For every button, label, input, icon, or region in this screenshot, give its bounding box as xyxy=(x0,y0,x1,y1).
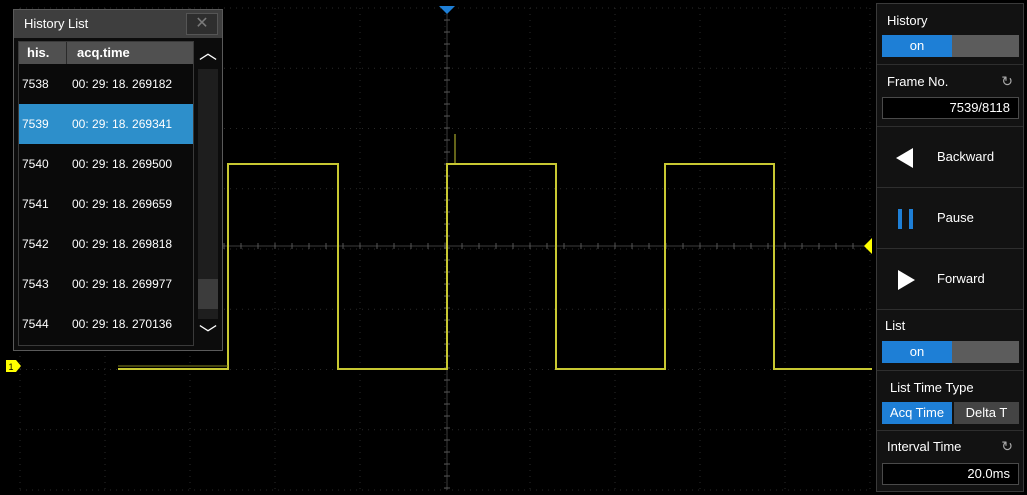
frame-no-field[interactable]: 7539/8118 xyxy=(882,97,1019,119)
history-list-titlebar[interactable]: History List ✕ xyxy=(14,10,222,38)
divider xyxy=(877,64,1023,65)
divider xyxy=(877,309,1023,310)
channel1-marker-icon[interactable] xyxy=(6,360,21,372)
history-label: History xyxy=(887,13,928,28)
acquisition-time: 00: 29: 18. 270136 xyxy=(72,317,173,331)
table-row[interactable]: 7538 00: 29: 18. 269182 xyxy=(19,64,193,104)
delta-t-option[interactable]: Delta T xyxy=(954,402,1019,424)
interval-time-field[interactable]: 20.0ms xyxy=(882,463,1019,485)
acquisition-time: 00: 29: 18. 269659 xyxy=(72,197,173,211)
scroll-up-icon[interactable]: ︿ xyxy=(199,43,217,63)
interval-time-label: Interval Time xyxy=(887,439,962,454)
backward-button[interactable]: Backward xyxy=(877,127,1023,187)
scroll-down-icon[interactable]: ﹀ xyxy=(199,324,217,344)
history-list-window[interactable]: History List ✕ his. acq.time 7538 00: 29:… xyxy=(13,9,223,351)
scroll-track[interactable] xyxy=(198,69,218,319)
backward-label: Backward xyxy=(937,149,995,164)
history-number: 7544 xyxy=(22,317,49,331)
frame-no-label: Frame No. xyxy=(887,74,949,89)
history-number: 7542 xyxy=(22,237,49,251)
forward-button[interactable]: Forward xyxy=(877,249,1023,309)
channel1-marker-label: 1 xyxy=(8,362,13,372)
list-toggle-off xyxy=(952,341,1019,363)
list-time-type-label: List Time Type xyxy=(890,380,974,395)
history-number: 7539 xyxy=(22,117,49,131)
interval-reset-icon[interactable]: ↻ xyxy=(1001,438,1013,454)
list-time-type-selector[interactable]: Acq Time Delta T xyxy=(882,402,1019,424)
acquisition-time: 00: 29: 18. 269500 xyxy=(72,157,173,171)
acquisition-time: 00: 29: 18. 269977 xyxy=(72,277,173,291)
acquisition-time: 00: 29: 18. 269341 xyxy=(72,117,173,131)
divider xyxy=(877,126,1023,127)
history-toggle-off xyxy=(952,35,1019,57)
history-number: 7541 xyxy=(22,197,49,211)
table-row[interactable]: 7539 00: 29: 18. 269341 xyxy=(19,104,193,144)
acquisition-time: 00: 29: 18. 269818 xyxy=(72,237,173,251)
pause-label: Pause xyxy=(937,210,974,225)
history-toggle-on: on xyxy=(882,35,952,57)
forward-icon xyxy=(898,270,915,290)
column-header-his: his. xyxy=(19,42,67,64)
backward-icon xyxy=(896,148,913,168)
history-menu-panel: History on Frame No. ↻ 7539/8118 Backwar… xyxy=(876,3,1024,492)
list-toggle-on: on xyxy=(882,341,952,363)
divider xyxy=(877,430,1023,431)
history-table[interactable]: his. acq.time 7538 00: 29: 18. 269182 7539… xyxy=(18,41,194,346)
history-number: 7540 xyxy=(22,157,49,171)
history-toggle[interactable]: on xyxy=(882,35,1019,57)
acq-time-option[interactable]: Acq Time xyxy=(882,402,952,424)
history-scrollbar[interactable]: ︿ ﹀ xyxy=(196,41,220,346)
divider xyxy=(877,370,1023,371)
trigger-position-icon[interactable] xyxy=(439,6,455,14)
history-list-title: History List xyxy=(24,16,89,31)
scroll-thumb[interactable] xyxy=(198,279,218,309)
trigger-level-icon[interactable] xyxy=(864,238,872,254)
list-toggle[interactable]: on xyxy=(882,341,1019,363)
divider xyxy=(877,248,1023,249)
pause-button[interactable]: Pause xyxy=(877,188,1023,248)
pause-icon xyxy=(898,209,913,229)
table-row[interactable]: 7541 00: 29: 18. 269659 xyxy=(19,184,193,224)
column-header-acq-time: acq.time xyxy=(77,45,130,60)
history-number: 7543 xyxy=(22,277,49,291)
list-label: List xyxy=(885,318,906,333)
divider xyxy=(877,187,1023,188)
frame-reset-icon[interactable]: ↻ xyxy=(1001,73,1013,89)
table-row[interactable]: 7543 00: 29: 18. 269977 xyxy=(19,264,193,304)
table-row[interactable]: 7540 00: 29: 18. 269500 xyxy=(19,144,193,184)
acquisition-time: 00: 29: 18. 269182 xyxy=(72,77,173,91)
waveform-grid: 1 xyxy=(6,6,872,491)
channel1-trace xyxy=(118,163,872,370)
history-number: 7538 xyxy=(22,77,49,91)
history-table-header: his. acq.time xyxy=(19,42,193,64)
table-row[interactable]: 7544 00: 29: 18. 270136 xyxy=(19,304,193,344)
close-icon[interactable]: ✕ xyxy=(186,13,218,35)
forward-label: Forward xyxy=(937,271,985,286)
table-row[interactable]: 7542 00: 29: 18. 269818 xyxy=(19,224,193,264)
